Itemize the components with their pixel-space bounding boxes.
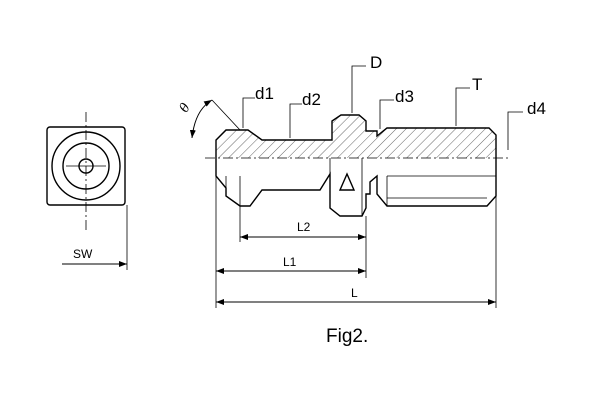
side-view: θ d1 d2 D d3 T d4 L2 L1 L: [177, 53, 546, 308]
D-label: D: [370, 53, 382, 72]
D-leader: [351, 65, 366, 113]
theta-extension-line: [211, 99, 241, 131]
figure-caption: Fig2.: [326, 326, 368, 347]
l-label: L: [351, 286, 358, 300]
cone-triangle: [338, 172, 356, 191]
d2-leader: [289, 103, 302, 138]
theta-arc: [189, 99, 213, 139]
section-hatching: [216, 115, 496, 158]
upper-profile: [215, 114, 497, 158]
d1-label: d1: [255, 84, 274, 103]
l2-label: L2: [297, 220, 311, 234]
d2-label: d2: [302, 90, 321, 109]
d4-leader: [507, 111, 523, 150]
l1-label: L1: [283, 255, 297, 269]
d4-label: d4: [527, 99, 546, 118]
sw-label: SW: [73, 247, 93, 261]
d1-leader: [242, 97, 255, 128]
T-label: T: [472, 75, 482, 94]
d3-leader: [379, 99, 394, 129]
lower-profile: [215, 158, 497, 217]
T-leader: [455, 87, 470, 126]
d3-label: d3: [395, 87, 414, 106]
theta-label: θ: [177, 101, 194, 115]
end-view: SW: [46, 112, 128, 270]
